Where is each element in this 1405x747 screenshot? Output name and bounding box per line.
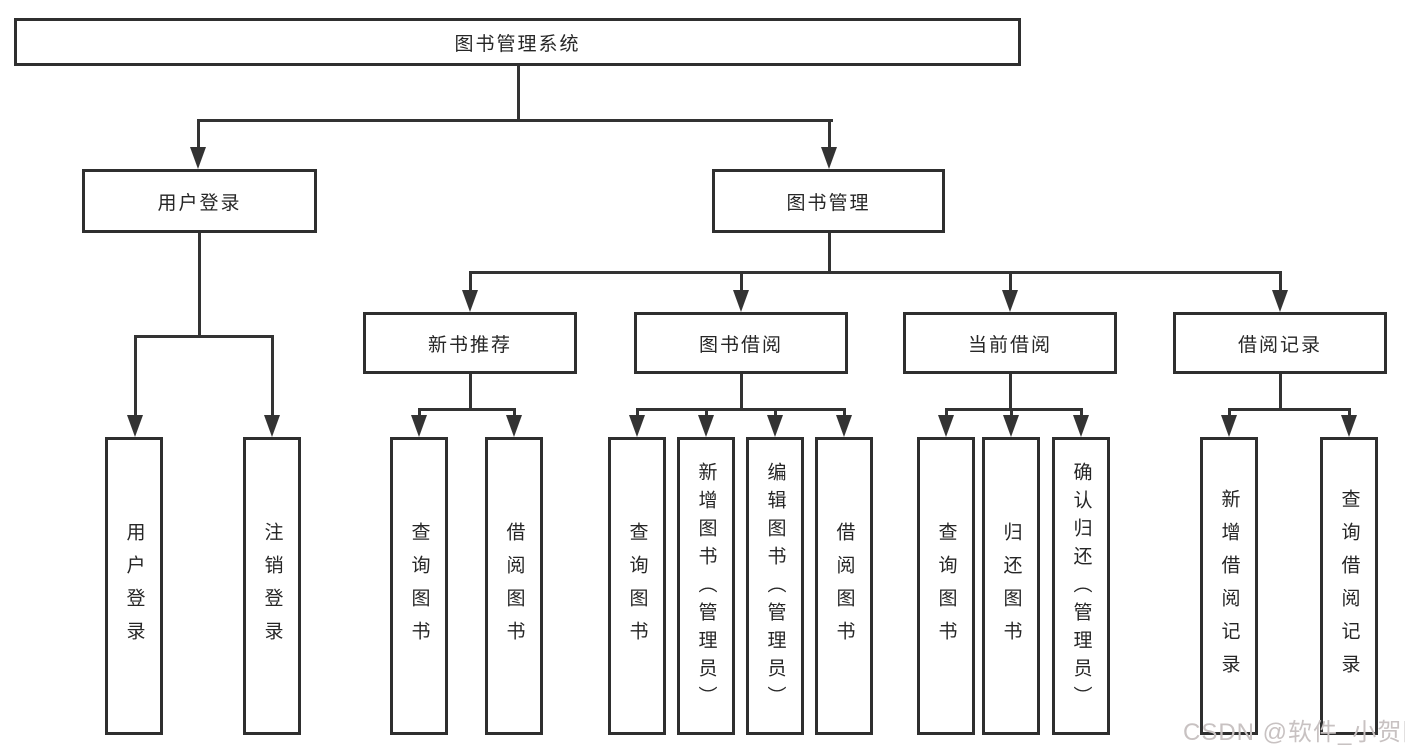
connector-line [133, 335, 274, 338]
arrowhead-down-icon [733, 290, 749, 312]
connector-line [1008, 374, 1012, 411]
connector-line [417, 408, 516, 411]
connector-line [635, 408, 846, 411]
connector-line [1347, 408, 1351, 418]
watermark-text: CSDN @软件_小贺同学 [1183, 719, 1405, 746]
connector-line [842, 408, 846, 418]
connector-line [1227, 408, 1231, 418]
leaf-recommend-borrow-books: 借阅图书 [485, 437, 543, 735]
connector-line [1009, 408, 1013, 418]
arrowhead-down-icon [1073, 415, 1089, 437]
arrowhead-down-icon [1221, 415, 1237, 437]
node-new-book-recommend: 新书推荐 [363, 312, 577, 374]
arrowhead-down-icon [938, 415, 954, 437]
arrowhead-down-icon [1003, 415, 1019, 437]
connector-line [827, 119, 831, 150]
arrowhead-down-icon [264, 415, 280, 437]
arrowhead-down-icon [698, 415, 714, 437]
leaf-recommend-query-books: 查询图书 [390, 437, 448, 735]
arrowhead-down-icon [506, 415, 522, 437]
arrowhead-down-icon [836, 415, 852, 437]
leaf-borrowing-add-books-admin: 新增图书（管理员） [677, 437, 735, 735]
leaf-current-return-books: 归还图书 [982, 437, 1040, 735]
connector-line [516, 66, 520, 122]
arrowhead-down-icon [629, 415, 645, 437]
arrowhead-down-icon [127, 415, 143, 437]
leaf-logout: 注销登录 [243, 437, 301, 735]
connector-line [133, 335, 137, 418]
node-book-borrowing: 图书借阅 [634, 312, 848, 374]
connector-line [1008, 271, 1012, 295]
connector-line [739, 374, 743, 411]
node-current-borrowing: 当前借阅 [903, 312, 1117, 374]
connector-line [944, 408, 948, 418]
arrowhead-down-icon [767, 415, 783, 437]
leaf-borrowing-edit-books-admin: 编辑图书（管理员） [746, 437, 804, 735]
leaf-current-query-books: 查询图书 [917, 437, 975, 735]
connector-line [196, 119, 833, 122]
connector-line [512, 408, 516, 418]
arrowhead-down-icon [411, 415, 427, 437]
connector-line [196, 119, 200, 150]
connector-line [1278, 374, 1282, 411]
leaf-borrowing-query-books: 查询图书 [608, 437, 666, 735]
connector-line [773, 408, 777, 418]
connector-line [468, 271, 1282, 274]
connector-line [270, 335, 274, 418]
node-root-system: 图书管理系统 [14, 18, 1021, 66]
arrowhead-down-icon [190, 147, 206, 169]
connector-line [944, 408, 1083, 411]
arrowhead-down-icon [1272, 290, 1288, 312]
arrowhead-down-icon [821, 147, 837, 169]
connector-line [1278, 271, 1282, 295]
connector-line [417, 408, 421, 418]
leaf-user-login: 用户登录 [105, 437, 163, 735]
connector-line [1079, 408, 1083, 418]
node-borrowing-records: 借阅记录 [1173, 312, 1387, 374]
node-user-login: 用户登录 [82, 169, 317, 233]
connector-line [635, 408, 639, 418]
connector-line [468, 374, 472, 411]
leaf-records-add-record: 新增借阅记录 [1200, 437, 1258, 735]
connector-line [468, 271, 472, 295]
connector-line [739, 271, 743, 295]
leaf-current-confirm-return-admin: 确认归还（管理员） [1052, 437, 1110, 735]
connector-line [827, 233, 831, 274]
connector-line [704, 408, 708, 418]
arrowhead-down-icon [1341, 415, 1357, 437]
arrowhead-down-icon [462, 290, 478, 312]
arrowhead-down-icon [1002, 290, 1018, 312]
connector-line [1227, 408, 1351, 411]
connector-line [197, 233, 201, 338]
node-book-management: 图书管理 [712, 169, 945, 233]
leaf-records-query-record: 查询借阅记录 [1320, 437, 1378, 735]
leaf-borrowing-borrow-books: 借阅图书 [815, 437, 873, 735]
